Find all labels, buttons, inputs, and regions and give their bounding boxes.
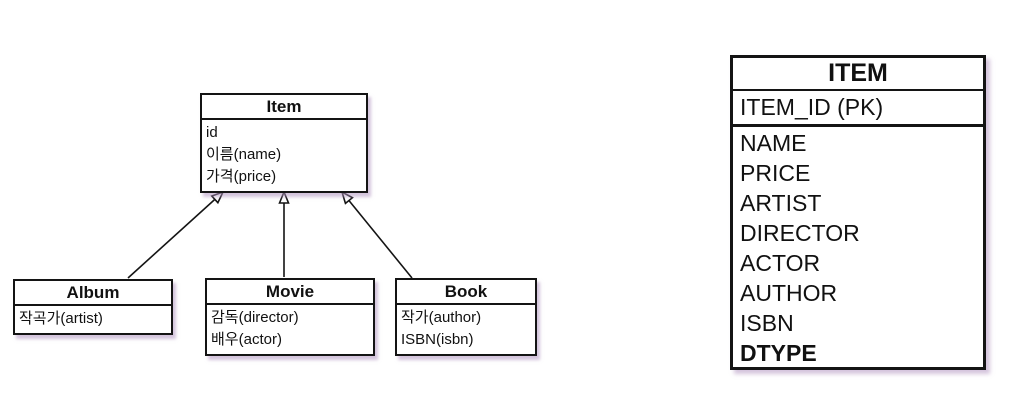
uml-class-book-title: Book — [397, 280, 535, 305]
uml-attribute: 작가(author) — [401, 309, 482, 326]
er-table-title: ITEM — [733, 58, 983, 91]
er-table-column: ACTOR — [740, 250, 821, 276]
er-table-pk-row: ITEM_ID (PK) — [733, 91, 983, 127]
uml-attribute: 배우(actor) — [211, 331, 282, 348]
uml-class-album-title: Album — [15, 281, 171, 306]
er-table-column: NAME — [740, 130, 807, 156]
er-table-item: ITEM ITEM_ID (PK) NAME PRICE ARTIST DIRE… — [730, 55, 986, 370]
uml-attribute: ISBN(isbn) — [401, 331, 474, 348]
uml-class-movie: Movie 감독(director) 배우(actor) — [205, 278, 375, 356]
uml-class-album-attributes: 작곡가(artist) — [15, 306, 171, 333]
uml-class-movie-attributes: 감독(director) 배우(actor) — [207, 305, 373, 354]
er-table-column: ARTIST — [740, 190, 822, 216]
uml-class-item-title: Item — [202, 95, 366, 120]
uml-class-item: Item id 이름(name) 가격(price) — [200, 93, 368, 193]
arrow-album-to-item — [127, 192, 223, 279]
arrow-book-to-item — [342, 192, 413, 279]
er-table-column: DIRECTOR — [740, 220, 860, 246]
uml-class-book-attributes: 작가(author) ISBN(isbn) — [397, 305, 535, 354]
uml-class-book: Book 작가(author) ISBN(isbn) — [395, 278, 537, 356]
er-table-column-dtype: DTYPE — [740, 340, 817, 366]
uml-attribute: 감독(director) — [211, 309, 299, 326]
er-table-column: PRICE — [740, 160, 811, 186]
uml-attribute: id — [206, 124, 218, 141]
er-table-columns: NAME PRICE ARTIST DIRECTOR ACTOR AUTHOR … — [733, 127, 983, 367]
er-table-column: ISBN — [740, 310, 794, 336]
uml-class-album: Album 작곡가(artist) — [13, 279, 173, 335]
uml-class-item-attributes: id 이름(name) 가격(price) — [202, 120, 366, 191]
uml-class-movie-title: Movie — [207, 280, 373, 305]
uml-attribute: 가격(price) — [206, 168, 277, 185]
er-table-column: AUTHOR — [740, 280, 838, 306]
uml-attribute: 이름(name) — [206, 146, 282, 163]
uml-attribute: 작곡가(artist) — [19, 310, 103, 327]
